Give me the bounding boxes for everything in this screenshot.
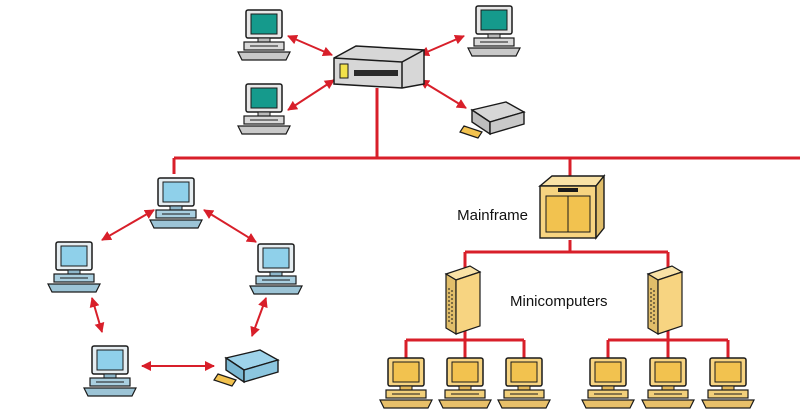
minicomputer-tower-icon [647, 265, 683, 335]
network-server-icon [333, 45, 425, 89]
workstation-icon [438, 357, 492, 409]
workstation-icon [581, 357, 635, 409]
workstation-icon [47, 241, 101, 293]
workstation-icon [237, 9, 291, 61]
workstation-icon [497, 357, 551, 409]
workstation-icon [149, 177, 203, 229]
connection-arrows [89, 34, 467, 371]
printer-icon [459, 101, 525, 139]
workstation-icon [467, 5, 521, 57]
network-lines [172, 88, 800, 358]
mainframe-label: Mainframe [457, 207, 528, 224]
printer-icon [213, 349, 279, 387]
minicomputer-tower-icon [445, 265, 481, 335]
minicomputers-label: Minicomputers [510, 293, 608, 310]
workstation-icon [641, 357, 695, 409]
mainframe-icon [538, 174, 606, 240]
workstation-icon [83, 345, 137, 397]
workstation-icon [249, 243, 303, 295]
workstation-icon [379, 357, 433, 409]
workstation-icon [701, 357, 755, 409]
workstation-icon [237, 83, 291, 135]
